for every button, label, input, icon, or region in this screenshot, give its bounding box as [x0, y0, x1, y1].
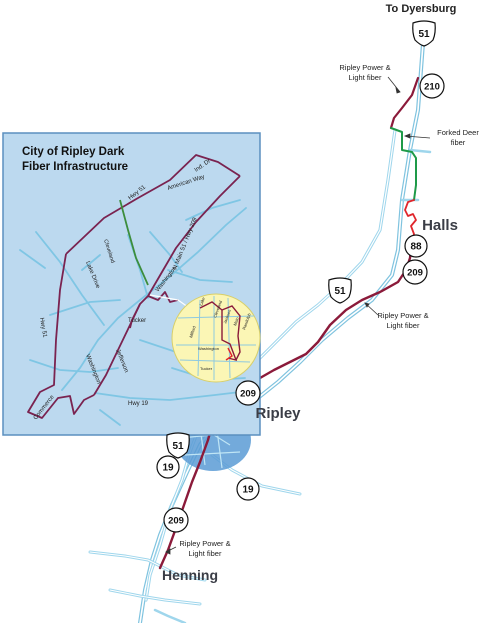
town-henning: Henning: [162, 567, 218, 583]
svg-text:Ripley Power &: Ripley Power &: [179, 539, 230, 548]
svg-text:210: 210: [424, 82, 440, 93]
svg-text:Forked Deer: Forked Deer: [437, 128, 479, 137]
svg-text:fiber: fiber: [451, 138, 466, 147]
town-ripley: Ripley: [255, 405, 301, 422]
label-hwy51-left: Hwy 51: [38, 317, 47, 338]
fiber-rpl-south: [158, 416, 216, 570]
svg-text:Ripley Power &: Ripley Power &: [339, 63, 390, 72]
zoom-label-wilson: Milford: [188, 325, 196, 338]
us51-shield-mid: 51: [328, 277, 352, 304]
annotation-rpl-north: Ripley Power & Light fiber: [339, 63, 390, 82]
sr19-shield-east: 19: [236, 477, 260, 501]
svg-text:Light fiber: Light fiber: [189, 549, 222, 558]
annotation-rpl-south: Ripley Power & Light fiber: [179, 539, 230, 558]
svg-text:51: 51: [334, 286, 346, 297]
sr209-shield-ripley: 209: [235, 380, 261, 406]
svg-text:19: 19: [242, 485, 254, 496]
label-hwy19: Hwy 19: [128, 401, 149, 407]
svg-text:Ripley Power &: Ripley Power &: [377, 311, 428, 320]
inset-frame: [2, 132, 261, 436]
zoom-label-jackson: Jackson: [222, 309, 232, 325]
annotation-forked-deer: Forked Deer fiber: [437, 128, 479, 147]
us51-shield-ripley: 51: [166, 432, 190, 459]
annotation-rpl-mid: Ripley Power & Light fiber: [377, 311, 428, 330]
svg-text:Light fiber: Light fiber: [349, 73, 382, 82]
downtown-zoom: [171, 293, 261, 383]
destination-label: To Dyersburg: [386, 3, 457, 15]
zoom-label-lake: Lake: [198, 296, 206, 307]
svg-text:88: 88: [410, 242, 422, 253]
zoom-label-main: Main: [232, 316, 240, 326]
inset-title-line2: Fiber Infrastructure: [22, 161, 128, 173]
svg-text:209: 209: [168, 516, 184, 527]
zoom-label-washington: Washington: [198, 346, 219, 351]
annotation-arrows: [165, 76, 431, 555]
inset-green-fiber: [119, 199, 149, 286]
svg-text:51: 51: [418, 29, 430, 40]
sr210-shield: 210: [419, 73, 445, 99]
sr209-shield-halls: 209: [402, 259, 428, 285]
zoom-label-cleveland: Cleveland: [212, 300, 223, 318]
inset-ripley-fiber: City of Ripley Dark Fiber Infrastructure…: [2, 132, 261, 436]
inset-title-line1: City of Ripley Dark: [22, 146, 125, 158]
sr209-shield-south: 209: [163, 507, 189, 533]
sr88-shield: 88: [404, 234, 428, 258]
fiber-forked-deer: [390, 127, 417, 201]
svg-text:51: 51: [172, 441, 184, 452]
town-halls: Halls: [422, 217, 458, 234]
sr19-shield-west: 19: [156, 455, 180, 479]
inset-fiber-lines: [27, 154, 241, 419]
svg-text:Light fiber: Light fiber: [387, 321, 420, 330]
zoom-label-tucker: Tucker: [200, 366, 213, 371]
svg-text:19: 19: [162, 463, 174, 474]
svg-text:209: 209: [240, 389, 256, 400]
zoom-label-randolph: Randolph: [241, 313, 252, 331]
label-tucker: Tucker: [128, 318, 146, 324]
us51-shield-top: 51: [412, 20, 436, 47]
fiber-halls-loop: [404, 199, 417, 241]
svg-text:209: 209: [407, 268, 423, 279]
route-shields: 51 210 88 209 51 209 51 19: [156, 20, 445, 533]
fiber-rpl-north: [389, 76, 420, 130]
